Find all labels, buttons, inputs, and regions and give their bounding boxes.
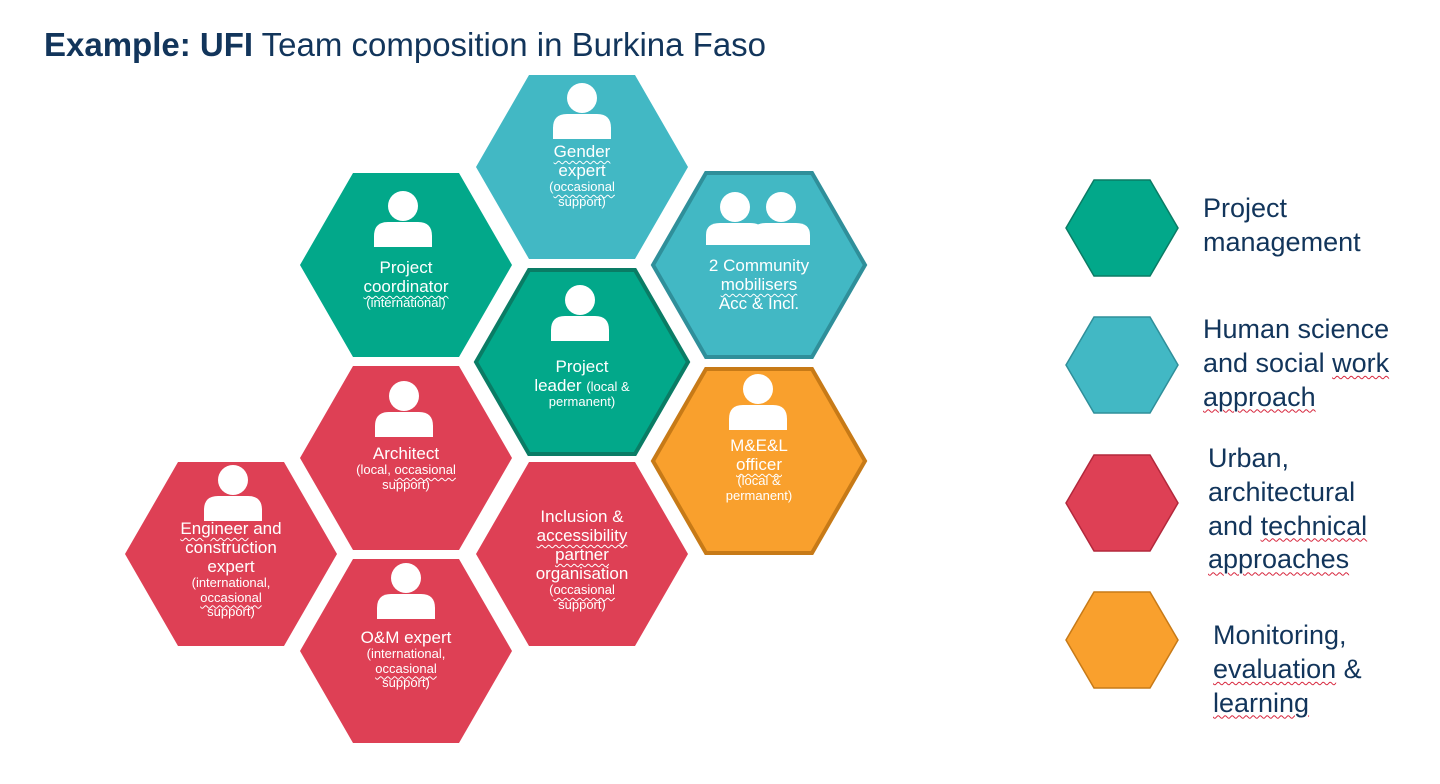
role-line: organisation: [535, 564, 629, 584]
role-sub: (international,: [191, 575, 271, 591]
person-icon: [553, 83, 611, 139]
role-mel-officer: M&E&L officer (local & permanent): [674, 436, 844, 503]
hex-community-mobilisers: [650, 171, 868, 359]
role-sub: (international): [366, 295, 446, 311]
role-line: Engineer: [180, 519, 249, 538]
hex-architect: [300, 366, 512, 550]
legend-hex-human-science: [1065, 316, 1179, 414]
legend-label-project-management: Project management: [1203, 193, 1361, 257]
role-sub: (local,: [356, 462, 391, 478]
hex-inclusion-partner: [476, 462, 688, 646]
role-line: Architect: [372, 444, 440, 463]
role-line: Project: [379, 258, 433, 277]
person-icon: [374, 191, 432, 247]
role-line: partner: [555, 545, 609, 565]
legend-hex-monitoring: [1065, 591, 1179, 689]
title-rest: Team composition in Burkina Faso: [261, 26, 767, 63]
role-sub: support): [558, 596, 606, 612]
legend-hex-project-management: [1065, 179, 1179, 277]
role-sub: permanent): [548, 394, 616, 410]
title-bold: Example: UFI: [44, 26, 254, 63]
role-line: coordinator: [363, 277, 449, 297]
role-line: construction: [185, 538, 277, 558]
role-sub: occasional: [200, 589, 262, 605]
role-architect: Architect (local, occasional support): [321, 444, 491, 492]
group-icon: [706, 192, 764, 245]
legend-hex-urban: [1065, 454, 1179, 552]
role-om-expert: O&M expert (international, occasional su…: [321, 628, 491, 691]
role-line: expert: [207, 557, 255, 577]
legend-label-monitoring: Monitoring, evaluation & learning: [1213, 620, 1362, 718]
person-icon: [375, 381, 433, 437]
hex-mel-officer: [650, 367, 868, 555]
role-sub: support): [558, 193, 606, 209]
legend-label-urban: Urban, architectural and technical appro…: [1208, 443, 1368, 575]
hex-project-coordinator: [300, 173, 512, 357]
role-sub: support): [382, 476, 430, 492]
role-line: M&E&L: [730, 436, 788, 455]
role-line: accessibility: [536, 526, 628, 546]
role-gender-expert: Gender expert (occasional support): [497, 142, 667, 209]
role-sub: occasional: [553, 179, 615, 195]
role-sub: (local &: [586, 379, 630, 395]
role-inclusion-partner: Inclusion & accessibility partner organi…: [497, 507, 667, 612]
group-icon: [752, 192, 810, 245]
role-line: officer: [736, 455, 782, 475]
hex-om-expert: [300, 559, 512, 743]
role-project-coordinator: Project coordinator (international): [321, 258, 491, 311]
role-line: Project: [555, 357, 609, 376]
role-sub: occasional: [375, 660, 437, 676]
role-sub: occasional: [553, 582, 615, 598]
page-title: Example: UFI Team composition in Burkina…: [44, 26, 766, 64]
role-line: and: [253, 519, 282, 538]
role-sub: occasional: [394, 462, 456, 478]
role-sub: permanent): [725, 487, 793, 503]
role-community-mobilisers: 2 Community mobilisers Acc & Incl.: [674, 256, 844, 313]
person-icon: [551, 285, 609, 341]
role-sub: (international,: [366, 646, 446, 662]
role-line: Inclusion &: [540, 507, 624, 526]
hex-engineer: [125, 462, 337, 646]
role-sub: support): [382, 675, 430, 691]
role-sub: (local &: [737, 473, 781, 489]
person-icon: [204, 465, 262, 521]
role-line: Gender: [553, 142, 611, 161]
role-line: mobilisers: [720, 275, 798, 295]
role-engineer: Engineer and construction expert (intern…: [146, 519, 316, 620]
role-project-leader: Project leader (local & permanent): [497, 357, 667, 410]
role-line: expert: [558, 161, 606, 181]
legend-label-human-science: Human science and social work approach: [1203, 314, 1390, 412]
hex-gender-expert: [476, 75, 688, 259]
person-icon: [729, 374, 787, 430]
role-line: Acc & Incl.: [718, 294, 800, 314]
role-line: O&M expert: [360, 628, 452, 647]
role-sub: support): [207, 604, 255, 620]
role-line: leader: [534, 376, 582, 396]
role-line: 2 Community: [708, 256, 810, 275]
person-icon: [377, 563, 435, 619]
hex-project-leader: [473, 268, 691, 456]
